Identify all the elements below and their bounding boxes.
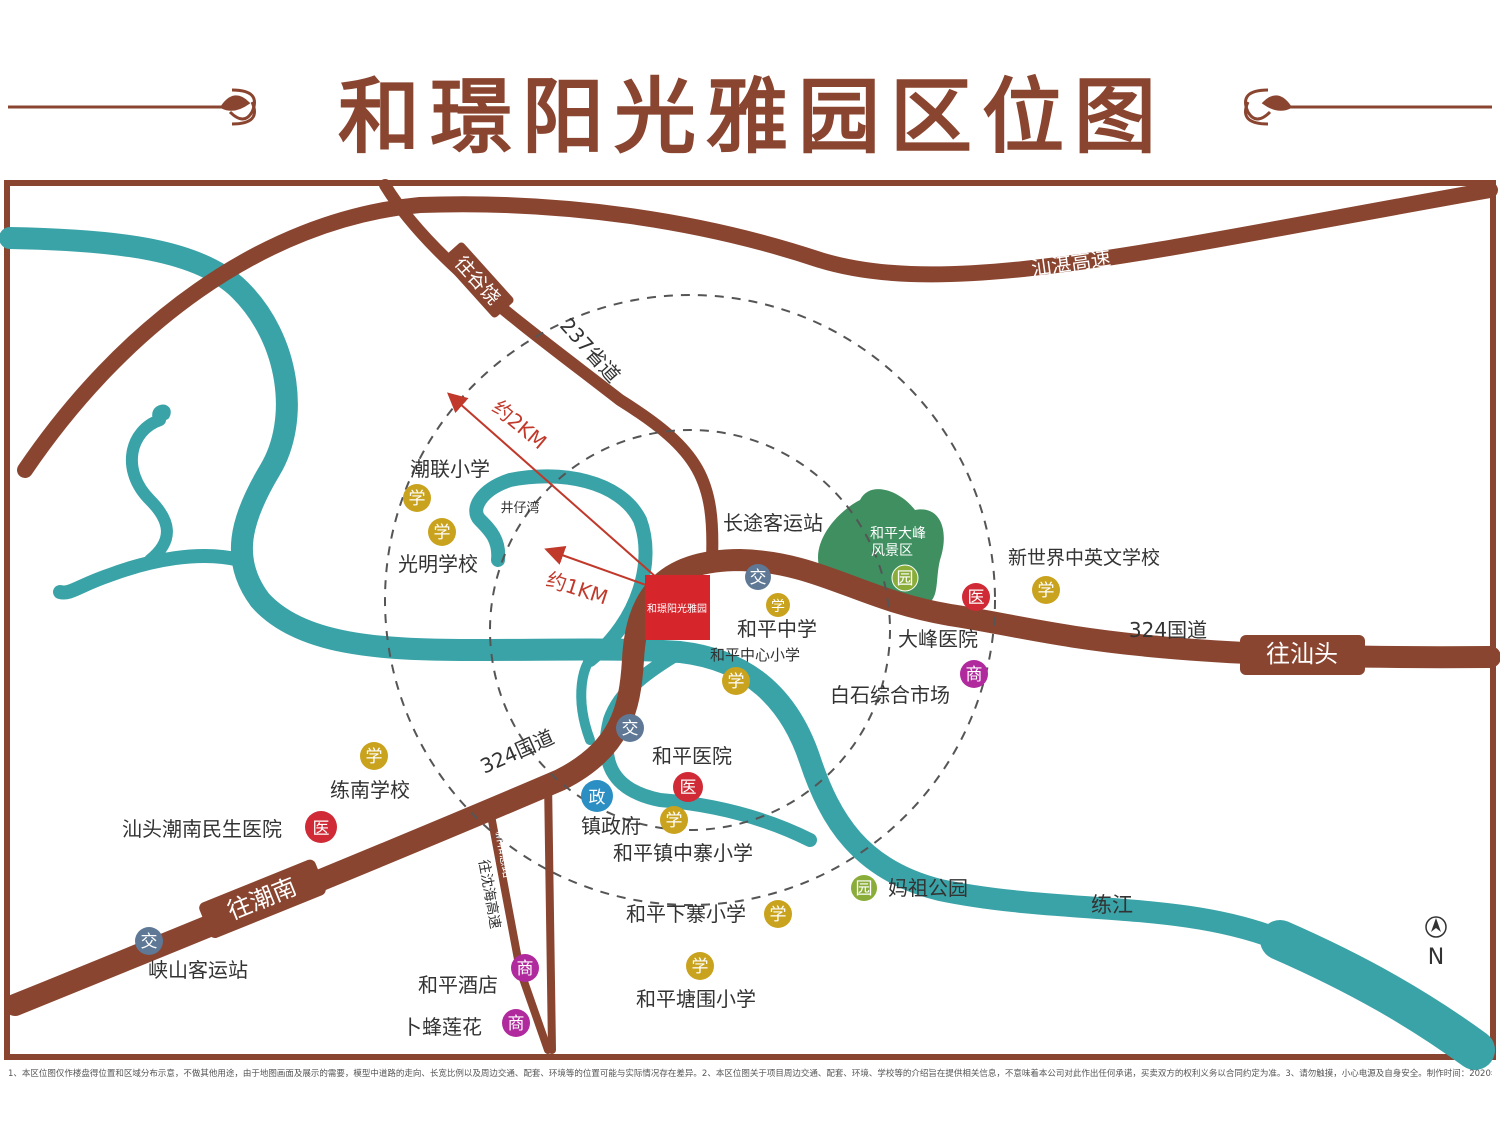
transit-badge-text: 交 bbox=[750, 568, 767, 588]
laohehui-road-label: 老和惠路 bbox=[553, 876, 568, 924]
ring-1km bbox=[489, 429, 891, 831]
mazu-park-label: 妈祖公园 bbox=[888, 876, 968, 900]
mall-badge bbox=[502, 1009, 530, 1037]
school-badge-text: 学 bbox=[692, 957, 709, 977]
school-badge bbox=[1032, 576, 1060, 604]
compass-north-label: N bbox=[1428, 945, 1444, 970]
baishi-market-label: 白石综合市场 bbox=[830, 683, 950, 707]
project-site bbox=[645, 575, 710, 640]
gov-badge bbox=[581, 780, 613, 812]
transit-badge-text: 交 bbox=[141, 932, 158, 952]
dafeng-hospital-label: 大峰医院 bbox=[898, 627, 978, 651]
guangming-school-label: 光明学校 bbox=[398, 552, 478, 576]
school-badge-text: 学 bbox=[771, 599, 785, 615]
school-badge bbox=[360, 742, 388, 770]
mall-badge-text: 商 bbox=[517, 959, 534, 979]
school-badge bbox=[428, 518, 456, 546]
bufeng-lianhua-label: 卜蜂莲花 bbox=[402, 1015, 482, 1039]
to-shantou-sign: 往汕头 bbox=[1240, 635, 1365, 675]
north-compass-icon: N bbox=[1425, 916, 1447, 970]
distance-rings bbox=[384, 294, 996, 906]
heping-hotel-label: 和平酒店 bbox=[418, 973, 498, 997]
title-ornament-left bbox=[8, 88, 256, 126]
mall-badge-text: 商 bbox=[508, 1014, 525, 1034]
chaonan-minsheng-hospital-label: 汕头潮南民生医院 bbox=[122, 817, 282, 841]
new-world-school-label: 新世界中英文学校 bbox=[1008, 547, 1160, 569]
park-badge-text: 园 bbox=[856, 879, 873, 899]
heping-central-primary-label: 和平中心小学 bbox=[710, 646, 800, 664]
school-badge-text: 学 bbox=[409, 489, 426, 509]
transit-badge-text: 交 bbox=[622, 719, 639, 739]
footnote: 1、本区位图仅作楼盘得位置和区域分布示意，不做其他用途，由于地图画面及展示的需要… bbox=[8, 1069, 1492, 1079]
school-badge bbox=[764, 900, 792, 928]
mall-badge bbox=[960, 660, 988, 688]
arrow-1km bbox=[544, 545, 661, 591]
school-badge bbox=[722, 667, 750, 695]
hospital-badge bbox=[962, 583, 990, 611]
arrow-2km bbox=[447, 392, 666, 586]
school-badge bbox=[660, 806, 688, 834]
mall-badge-text: 商 bbox=[966, 665, 983, 685]
heping-middle-label: 和平中学 bbox=[737, 617, 817, 641]
school-badge bbox=[766, 593, 790, 617]
mall-badge bbox=[511, 954, 539, 982]
heping-hospital-label: 和平医院 bbox=[652, 744, 732, 768]
xiashan-bus-label: 峡山客运站 bbox=[148, 958, 248, 982]
page-title: 和璟阳光雅园区位图 bbox=[338, 70, 1166, 165]
scenic-label-line2: 风景区 bbox=[871, 543, 913, 559]
chaolian-primary-label: 潮联小学 bbox=[410, 457, 490, 481]
tangwei-primary-label: 和平塘围小学 bbox=[636, 987, 756, 1011]
school-badge bbox=[403, 484, 431, 512]
school-badge-text: 学 bbox=[434, 523, 451, 543]
zhongzhai-primary-label: 和平镇中寨小学 bbox=[613, 841, 753, 865]
park-badge-text: 园 bbox=[897, 569, 914, 589]
hospital-badge-text: 医 bbox=[313, 819, 330, 839]
transit-badge bbox=[616, 714, 644, 742]
town-government-label: 镇政府 bbox=[581, 814, 641, 838]
poi-labels: 潮联小学 光明学校 长途客运站 和平中学 和平中心小学 新世界中英文学校 大峰医… bbox=[122, 457, 1160, 1039]
road-324-east-label: 324国道 bbox=[1129, 618, 1207, 642]
school-badge-text: 学 bbox=[728, 672, 745, 692]
laohehui-road bbox=[544, 776, 556, 1054]
hospital-badge bbox=[305, 811, 337, 843]
park-badge bbox=[851, 875, 877, 901]
hospital-badge bbox=[673, 772, 703, 802]
scenic-label-line1: 和平大峰 bbox=[870, 526, 926, 542]
school-badge-text: 学 bbox=[666, 811, 683, 831]
school-badge-text: 学 bbox=[770, 905, 787, 925]
map-frame bbox=[4, 180, 1496, 1060]
project-site-label: 和璟阳光雅园 bbox=[647, 602, 707, 615]
school-badge-text: 学 bbox=[366, 747, 383, 767]
park-badge bbox=[891, 564, 919, 592]
hospital-badge-text: 医 bbox=[968, 588, 985, 608]
poi-badges: 学 学 学 学 学 学 学 学 学 医 医 医 交 交 交 商 商 bbox=[135, 484, 1060, 1037]
school-badge bbox=[686, 952, 714, 980]
transit-badge bbox=[745, 564, 771, 590]
road-237 bbox=[379, 179, 719, 566]
gov-badge-text: 政 bbox=[589, 788, 606, 808]
to-shantou-label: 往汕头 bbox=[1266, 640, 1338, 668]
xiazhai-primary-label: 和平下寨小学 bbox=[626, 902, 746, 926]
lian-nan-school-label: 练南学校 bbox=[330, 778, 410, 802]
school-badge-text: 学 bbox=[1038, 581, 1055, 601]
transit-badge bbox=[135, 927, 163, 955]
long-distance-bus-label: 长途客运站 bbox=[723, 511, 823, 535]
jingzaiwan-label: 井仔湾 bbox=[500, 500, 539, 516]
title-ornament-right bbox=[1244, 88, 1492, 126]
hospital-badge-text: 医 bbox=[680, 778, 697, 798]
lianjiang-label: 练江 bbox=[1091, 893, 1133, 917]
shantan-expressway-road bbox=[17, 182, 1498, 478]
ring-2km bbox=[384, 294, 996, 906]
